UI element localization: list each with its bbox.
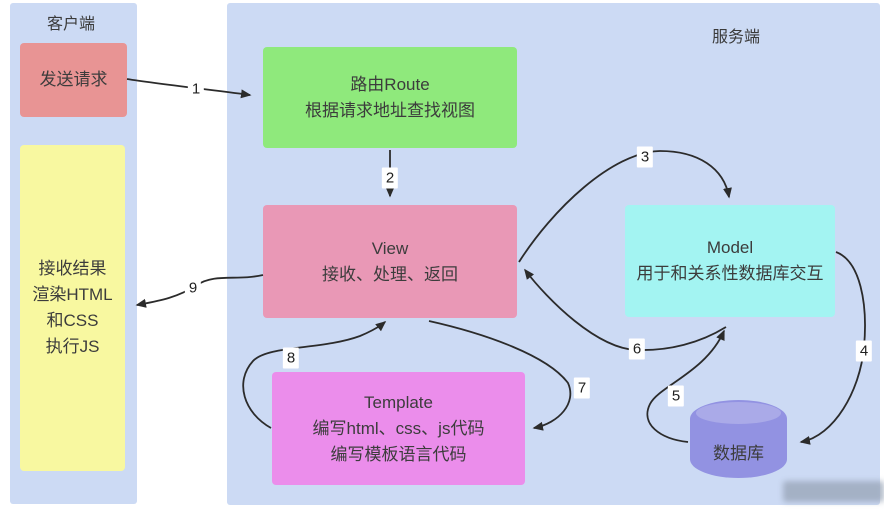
template-line: 编写模板语言代码 — [330, 444, 467, 464]
receive-result-line: 执行JS — [45, 337, 100, 356]
arrow-label-3: 3 — [636, 146, 654, 168]
arrow-label-1: 1 — [187, 78, 205, 100]
arrow-label-9: 9 — [184, 277, 202, 299]
view-subtitle: 接收、处理、返回 — [322, 264, 458, 284]
database-label: 数据库 — [713, 444, 764, 463]
database-cylinder: 数据库 — [690, 400, 787, 478]
route-subtitle: 根据请求地址查找视图 — [305, 100, 475, 120]
view-title: View — [371, 238, 409, 258]
arrow-label-5: 5 — [667, 385, 685, 407]
client-panel-title: 客户端 — [47, 16, 96, 33]
model-title: Model — [706, 238, 754, 257]
route-title: 路由Route — [350, 74, 430, 94]
blurred-watermark — [783, 481, 884, 502]
send-request-box: 发送请求 — [20, 43, 127, 117]
arrow-label-6: 6 — [628, 338, 646, 360]
server-panel-title: 服务端 — [712, 29, 761, 46]
arrow-label-2: 2 — [381, 167, 399, 189]
receive-result-box: 接收结果 渲染HTML 和CSS 执行JS — [20, 145, 125, 471]
model-subtitle: 用于和关系性数据库交互 — [636, 264, 824, 283]
arrow-label-7: 7 — [573, 377, 591, 399]
arrow-label-8: 8 — [282, 347, 300, 369]
arrow-label-4: 4 — [855, 340, 873, 362]
template-title: Template — [364, 392, 433, 412]
database-cylinder-cap — [696, 402, 781, 424]
receive-result-line: 渲染HTML — [32, 285, 113, 304]
template-box: Template 编写html、css、js代码 编写模板语言代码 — [272, 372, 525, 485]
receive-result-line: 接收结果 — [38, 259, 107, 278]
receive-result-line: 和CSS — [46, 311, 99, 330]
send-request-label: 发送请求 — [39, 70, 108, 89]
template-line: 编写html、css、js代码 — [312, 418, 485, 438]
view-box: View 接收、处理、返回 — [263, 205, 517, 318]
route-box: 路由Route 根据请求地址查找视图 — [263, 47, 517, 148]
model-box: Model 用于和关系性数据库交互 — [625, 205, 835, 317]
